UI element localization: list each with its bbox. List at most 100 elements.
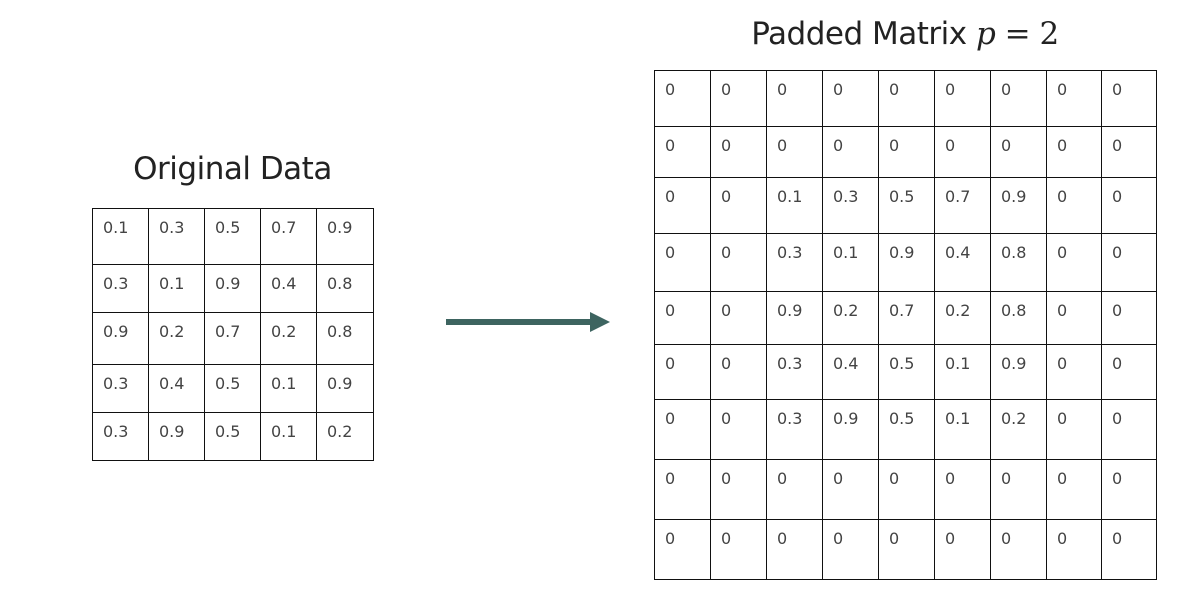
padded-cell: 0 <box>990 459 1047 520</box>
original-cell: 0.5 <box>204 412 261 461</box>
padded-cell: 0 <box>766 519 823 580</box>
padded-cell: 0 <box>934 459 991 520</box>
padded-cell: 0.2 <box>822 291 879 345</box>
padded-cell: 0 <box>878 519 935 580</box>
padded-cell: 0 <box>710 233 767 292</box>
original-cell: 0.8 <box>316 264 374 313</box>
padded-cell: 0 <box>766 70 823 127</box>
equals-sign: = <box>1004 16 1031 52</box>
padded-cell: 0 <box>654 126 711 178</box>
original-cell: 0.4 <box>148 364 205 413</box>
original-data-matrix: 0.1 0.3 0.5 0.7 0.9 0.3 0.1 0.9 0.4 0.8 … <box>92 208 374 461</box>
padded-cell: 0 <box>766 459 823 520</box>
padded-cell: 0.9 <box>822 399 879 460</box>
padded-cell: 0 <box>1101 344 1157 400</box>
padded-cell: 0 <box>990 126 1047 178</box>
original-cell: 0.3 <box>148 208 205 265</box>
padded-cell: 0 <box>654 291 711 345</box>
padded-cell: 0.9 <box>878 233 935 292</box>
padded-cell: 0.3 <box>766 233 823 292</box>
padded-cell: 0.8 <box>990 291 1047 345</box>
original-cell: 0.5 <box>204 364 261 413</box>
padded-cell: 0 <box>1046 126 1102 178</box>
padded-cell: 0 <box>654 399 711 460</box>
padded-cell: 0 <box>1046 344 1102 400</box>
padded-cell: 0 <box>822 126 879 178</box>
padded-matrix-title: Padded Matrix p = 2 <box>654 19 1156 50</box>
padded-cell: 0 <box>1101 291 1157 345</box>
original-cell: 0.1 <box>260 364 317 413</box>
padded-cell: 0 <box>654 233 711 292</box>
right-arrow-icon <box>446 312 610 332</box>
padded-cell: 0 <box>1046 519 1102 580</box>
padded-cell: 0 <box>710 459 767 520</box>
original-cell: 0.3 <box>92 264 149 313</box>
padded-cell: 0.9 <box>990 177 1047 234</box>
padded-cell: 0.7 <box>878 291 935 345</box>
original-cell: 0.5 <box>204 208 261 265</box>
original-data-title: Original Data <box>133 151 332 187</box>
original-cell: 0.2 <box>316 412 374 461</box>
padded-cell: 0.3 <box>822 177 879 234</box>
padded-cell: 0 <box>710 399 767 460</box>
padded-cell: 0 <box>654 344 711 400</box>
original-cell: 0.9 <box>148 412 205 461</box>
padded-cell: 0 <box>1046 177 1102 234</box>
padded-cell: 0 <box>1101 519 1157 580</box>
padded-cell: 0 <box>654 519 711 580</box>
original-cell: 0.9 <box>204 264 261 313</box>
padded-cell: 0 <box>878 70 935 127</box>
padded-cell: 0 <box>1101 233 1157 292</box>
padded-cell: 0.3 <box>766 399 823 460</box>
padded-cell: 0.2 <box>990 399 1047 460</box>
padding-variable: p <box>975 16 996 52</box>
original-cell: 0.2 <box>148 312 205 365</box>
padded-cell: 0 <box>710 70 767 127</box>
padded-cell: 0 <box>710 344 767 400</box>
padded-cell: 0 <box>822 519 879 580</box>
padded-cell: 0 <box>878 126 935 178</box>
padded-cell: 0 <box>934 70 991 127</box>
padded-cell: 0.3 <box>766 344 823 400</box>
padded-cell: 0 <box>710 126 767 178</box>
padded-cell: 0 <box>990 70 1047 127</box>
padded-cell: 0 <box>934 519 991 580</box>
original-cell: 0.1 <box>92 208 149 265</box>
padded-cell: 0 <box>710 519 767 580</box>
padded-cell: 0 <box>654 177 711 234</box>
padded-cell: 0.4 <box>822 344 879 400</box>
padded-cell: 0.7 <box>934 177 991 234</box>
padded-cell: 0 <box>822 459 879 520</box>
padded-cell: 0 <box>766 126 823 178</box>
padded-cell: 0 <box>1101 126 1157 178</box>
padded-cell: 0 <box>1046 399 1102 460</box>
original-cell: 0.8 <box>316 312 374 365</box>
padded-cell: 0.5 <box>878 344 935 400</box>
padded-cell: 0 <box>1101 70 1157 127</box>
original-cell: 0.2 <box>260 312 317 365</box>
padded-cell: 0.9 <box>990 344 1047 400</box>
padded-cell: 0 <box>934 126 991 178</box>
padded-cell: 0.1 <box>934 344 991 400</box>
original-cell: 0.3 <box>92 412 149 461</box>
padded-cell: 0 <box>878 459 935 520</box>
padded-cell: 0 <box>1101 399 1157 460</box>
padded-cell: 0 <box>1046 233 1102 292</box>
original-cell: 0.7 <box>204 312 261 365</box>
padded-cell: 0 <box>654 70 711 127</box>
original-cell: 0.7 <box>260 208 317 265</box>
original-cell: 0.1 <box>260 412 317 461</box>
padded-cell: 0 <box>710 291 767 345</box>
padded-cell: 0 <box>990 519 1047 580</box>
padded-title-prefix: Padded Matrix <box>751 16 967 52</box>
padded-cell: 0 <box>1046 70 1102 127</box>
padded-matrix: 0 0 0 0 0 0 0 0 0 0 0 0 0 0 0 0 0 0 0 0 … <box>654 70 1157 580</box>
padded-cell: 0.9 <box>766 291 823 345</box>
padded-cell: 0.1 <box>822 233 879 292</box>
padded-cell: 0.1 <box>934 399 991 460</box>
padded-cell: 0 <box>1046 291 1102 345</box>
padded-cell: 0.1 <box>766 177 823 234</box>
padded-cell: 0.5 <box>878 177 935 234</box>
padded-cell: 0.4 <box>934 233 991 292</box>
padded-cell: 0 <box>710 177 767 234</box>
